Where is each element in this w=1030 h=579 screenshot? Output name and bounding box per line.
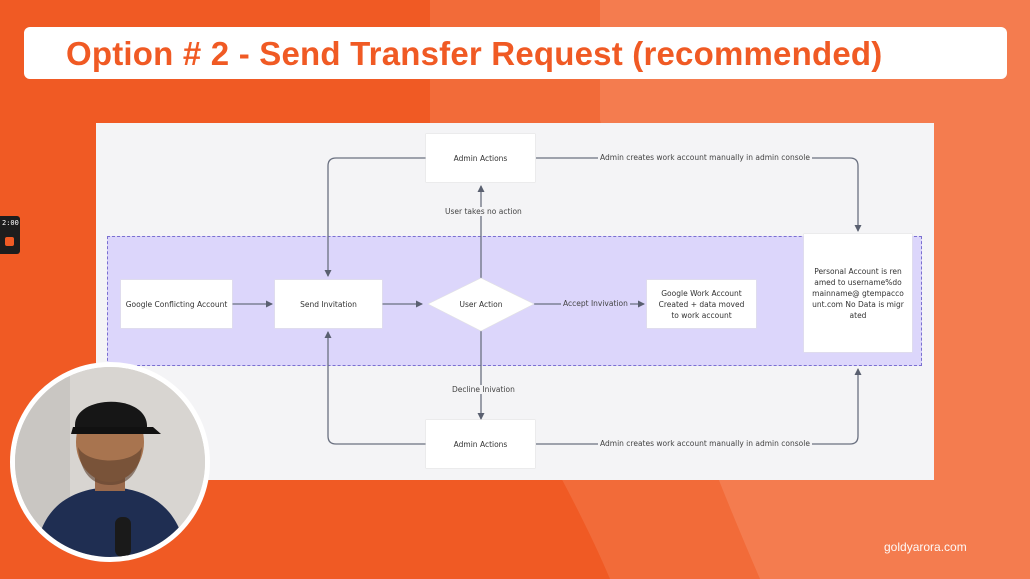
- timer-text: 2:00: [2, 219, 19, 227]
- site-watermark: goldyarora.com: [884, 540, 967, 554]
- flow-diagram: Admin Actions Google Conflicting Account…: [96, 123, 934, 480]
- node-admin-actions-top: Admin Actions: [426, 134, 535, 182]
- recording-timer[interactable]: 2:00: [0, 216, 20, 254]
- node-label: Admin Actions: [453, 439, 508, 449]
- node-work-account: Google Work Account Created + data moved…: [647, 280, 756, 328]
- node-send-invitation: Send Invitation: [275, 280, 382, 328]
- title-bar: Option # 2 - Send Transfer Request (reco…: [24, 27, 1007, 79]
- node-user-action: User Action: [441, 295, 521, 313]
- node-label: Send Invitation: [300, 299, 357, 309]
- edge-label-no-action: User takes no action: [443, 207, 524, 216]
- presenter-photo: [15, 367, 205, 557]
- decision-diamond: [427, 277, 535, 332]
- edge-label-accept: Accept Invivation: [561, 299, 630, 308]
- edge-label-admin-creates-top: Admin creates work account manually in a…: [598, 153, 812, 162]
- node-label: Google Work Account Created + data moved…: [658, 288, 745, 320]
- edge-label-decline: Decline Inivation: [450, 385, 517, 394]
- node-personal-account: Personal Account is renamed to username%…: [804, 234, 912, 352]
- node-label: Google Conflicting Account: [125, 299, 228, 309]
- edge-label-admin-creates-bottom: Admin creates work account manually in a…: [598, 439, 812, 448]
- slide-title: Option # 2 - Send Transfer Request (reco…: [66, 35, 883, 72]
- stop-icon[interactable]: [5, 237, 14, 246]
- node-conflicting-account: Google Conflicting Account: [121, 280, 232, 328]
- node-admin-actions-bottom: Admin Actions: [426, 420, 535, 468]
- presenter-video: [10, 362, 210, 562]
- node-label: Personal Account is renamed to username%…: [812, 266, 904, 320]
- node-label: User Action: [459, 299, 503, 309]
- presenter-figure: [15, 367, 205, 557]
- node-label: Admin Actions: [453, 153, 508, 163]
